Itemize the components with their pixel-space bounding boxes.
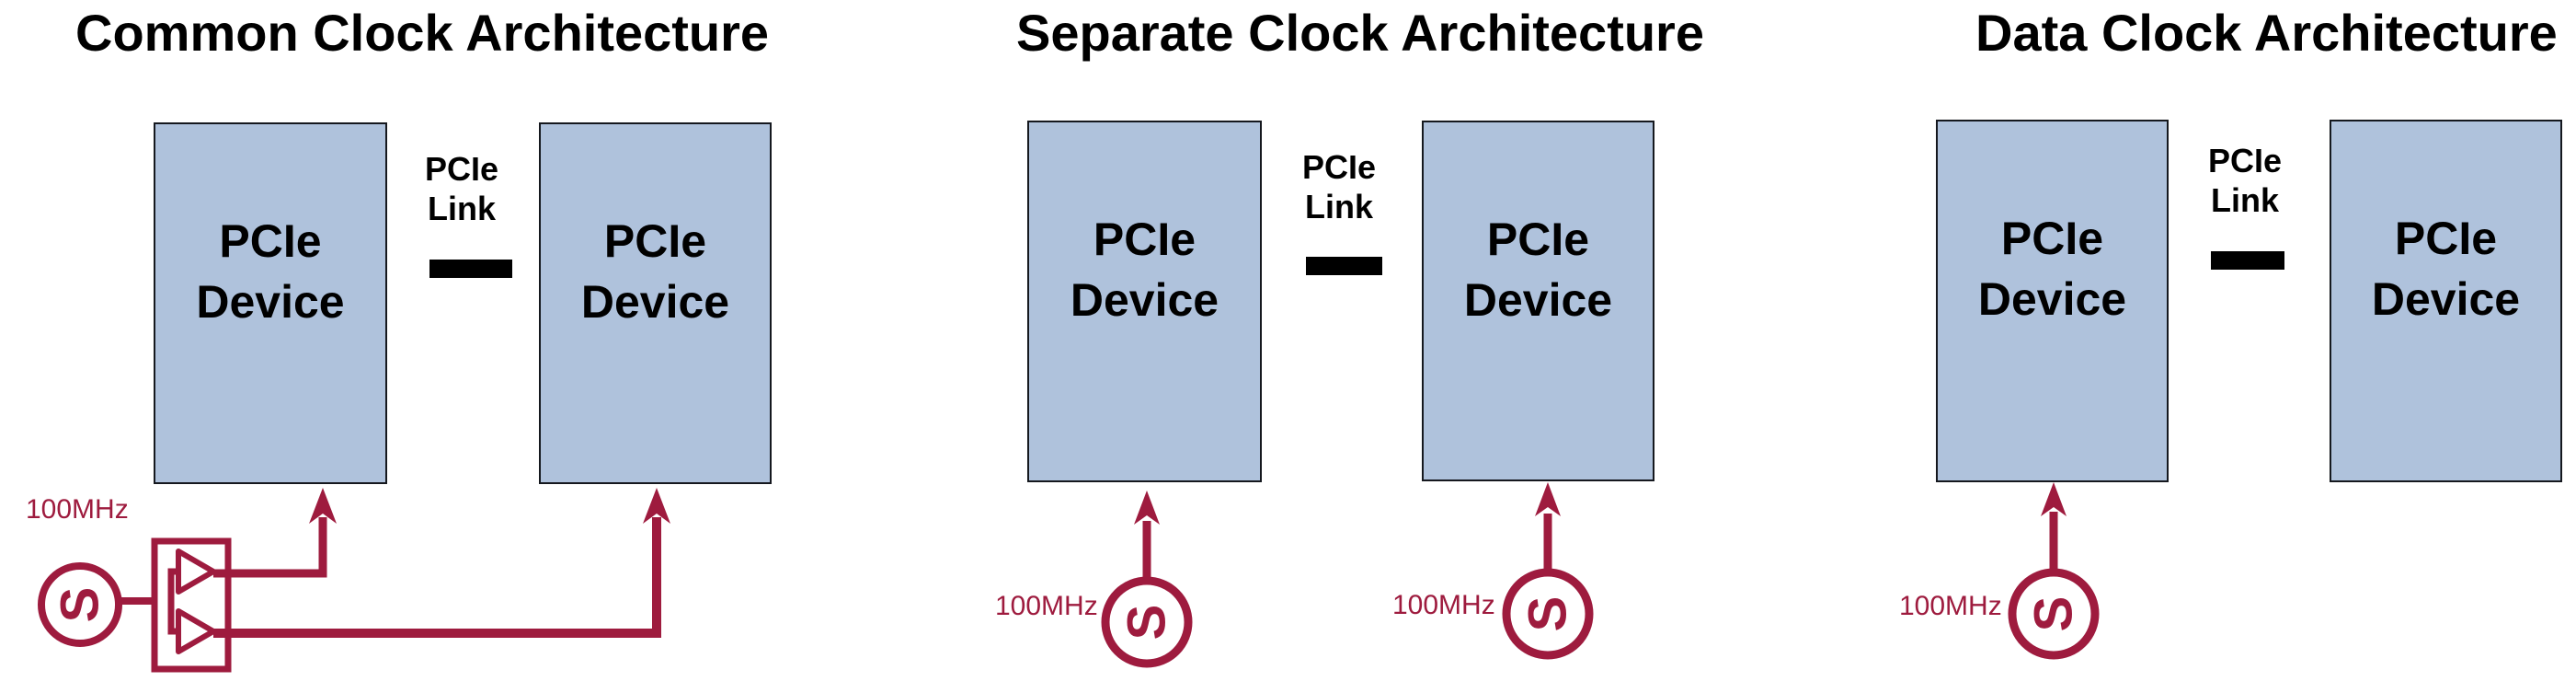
pcie-device-label-line1: PCIe [603,215,707,267]
pcie-device-label: PCIe Device [196,211,344,332]
clock-source-icon [1502,568,1594,660]
pcie-device-label-line1: PCIe [219,215,322,267]
pcie-device-label-line1: PCIe [1093,214,1196,265]
arrow-up-icon [1134,491,1160,525]
clock-frequency-label: 100MHz [995,591,1098,621]
clock-source-icon [1101,576,1193,668]
pcie-device-label-line2: Device [1463,274,1613,326]
pcie-device-label-line2: Device [2371,273,2521,325]
arrow-up-icon [1535,482,1561,516]
pcie-device-label-line2: Device [1977,273,2127,325]
pcie-link-label-line1: PCIe [2207,142,2283,179]
pcie-device-box: PCIe Device [154,122,387,484]
pcie-device-box: PCIe Device [1422,121,1654,481]
pcie-link-bar [2211,251,2284,270]
diagram-title-data-clock: Data Clock Architecture [1975,4,2558,62]
pcie-device-label-line1: PCIe [2394,213,2498,264]
pcie-link-label: PCIe Link [406,149,517,228]
pcie-device-label: PCIe Device [1464,209,1612,330]
pcie-device-label-line2: Device [580,276,730,328]
clock-source-icon [2008,568,2100,660]
pcie-device-label: PCIe Device [2372,208,2520,329]
sine-wave-glyph: S [51,587,110,623]
buffer-triangle-icon [176,608,216,654]
data-clock-circuit: S [2008,482,2100,660]
clock-source-icon [38,562,122,647]
arrow-up-icon [643,488,670,524]
clock-frequency-label: 100MHz [1392,590,1495,620]
buffer-triangle-icon [176,549,216,595]
pcie-device-box: PCIe Device [2330,120,2562,482]
diagram-title-separate-clock: Separate Clock Architecture [1016,4,1704,62]
pcie-link-label-line1: PCIe [1301,148,1377,186]
pcie-device-label-line2: Device [196,276,345,328]
pcie-device-label: PCIe Device [581,211,729,332]
arrow-up-icon [2041,482,2067,516]
pcie-device-box: PCIe Device [539,122,772,484]
clock-wire-to-right-device [213,517,661,638]
pcie-link-bar [429,260,512,278]
pcie-link-label: PCIe Link [1284,147,1394,226]
diagram-title-common-clock: Common Clock Architecture [75,4,770,62]
pcie-link-bar [1306,257,1382,275]
arrow-up-icon [309,488,337,524]
pcie-link-label-line2: Link [1304,188,1373,225]
pcie-device-label: PCIe Device [1070,209,1219,330]
sine-wave-glyph: S [2024,596,2084,632]
separate-clock-circuit: S S [1101,482,1594,668]
common-clock-circuit: S [38,488,670,673]
buffer-input-split-wire [167,568,178,635]
clock-frequency-label: 100MHz [26,494,129,525]
pcie-link-label-line2: Link [427,190,496,227]
pcie-device-label: PCIe Device [1978,208,2126,329]
pcie-link-label-line1: PCIe [424,150,499,188]
pcie-device-label-line1: PCIe [1486,214,1590,265]
clock-wire-to-left-device [213,517,327,578]
pcie-device-box: PCIe Device [1936,120,2169,482]
pcie-link-label: PCIe Link [2190,141,2300,220]
pcie-device-label-line2: Device [1070,274,1219,326]
pcie-device-label-line1: PCIe [2000,213,2104,264]
sine-wave-glyph: S [1117,605,1177,641]
pcie-link-label-line2: Link [2210,181,2279,219]
pcie-device-box: PCIe Device [1027,121,1262,482]
sine-wave-glyph: S [1518,596,1578,632]
clock-frequency-label: 100MHz [1899,591,2002,621]
